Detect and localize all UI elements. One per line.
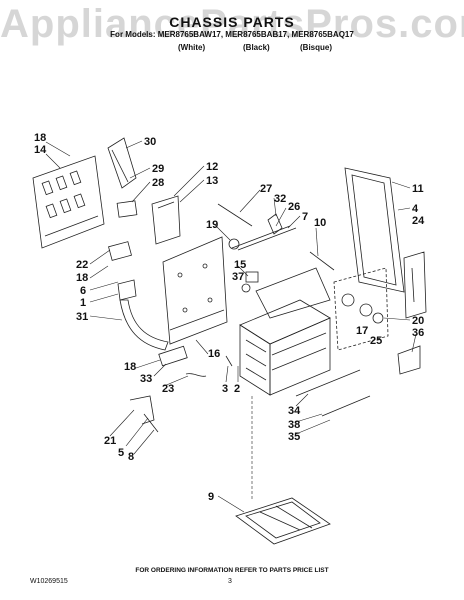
callout-22: 22	[76, 259, 88, 271]
page-title: CHASSIS PARTS	[169, 14, 295, 30]
callout-29: 29	[152, 163, 164, 175]
heating-rod-part	[321, 395, 371, 417]
models-line: For Models: MER8765BAW17, MER8765BAB17, …	[110, 30, 354, 39]
callout-38: 38	[288, 419, 300, 431]
element-assembly-part	[231, 225, 297, 251]
spring-part	[185, 373, 207, 377]
watermark: AppliancePartsPros.com	[0, 2, 464, 46]
callout-15: 15	[234, 259, 246, 271]
control-knobs-part	[333, 267, 389, 351]
junction-box-part	[108, 241, 132, 261]
callout-8: 8	[128, 451, 134, 463]
fan-part	[228, 238, 240, 250]
callout-26: 26	[288, 201, 300, 213]
callout-16: 16	[208, 348, 220, 360]
callout-28: 28	[152, 177, 164, 189]
side-panel-part	[162, 236, 228, 345]
callout-4: 4	[412, 203, 419, 215]
callout-36: 36	[412, 327, 424, 339]
color-black-label: (Black)	[243, 43, 270, 52]
vent-duct-part	[107, 137, 137, 189]
callout-18-low: 18	[124, 361, 136, 373]
callout-30: 30	[144, 136, 156, 148]
callout-37: 37	[232, 271, 244, 283]
switch-part	[158, 345, 188, 367]
thermostat-part	[241, 283, 251, 293]
callout-34: 34	[288, 405, 301, 417]
bracket-part	[151, 195, 181, 245]
callout-27: 27	[260, 183, 272, 195]
callout-13: 13	[206, 175, 218, 187]
oven-cavity-part	[239, 267, 331, 396]
back-panel-part	[32, 155, 105, 249]
small-plate-part	[116, 200, 138, 218]
callout-18-mid: 18	[76, 272, 88, 284]
callout-24: 24	[412, 215, 425, 227]
callout-21: 21	[104, 435, 116, 447]
callout-20: 20	[412, 315, 424, 327]
callout-31: 31	[76, 311, 88, 323]
right-bracket-part	[403, 251, 427, 319]
sensor-part	[267, 213, 283, 235]
color-bisque-label: (Bisque)	[300, 43, 332, 52]
callout-33: 33	[140, 373, 152, 385]
callout-32: 32	[274, 193, 286, 205]
callout-6: 6	[80, 285, 86, 297]
callout-17: 17	[356, 325, 368, 337]
long-rod-part	[295, 369, 361, 397]
clip-part	[117, 279, 137, 301]
callout-25: 25	[370, 335, 382, 347]
callout-5: 5	[118, 447, 124, 459]
callout-3: 3	[222, 383, 228, 395]
callout-23: 23	[162, 383, 174, 395]
callout-9: 9	[208, 491, 214, 503]
door-frame-part	[344, 167, 405, 293]
callout-19: 19	[206, 219, 218, 231]
screw-part	[225, 355, 233, 367]
bake-element-part	[235, 497, 331, 545]
callout-35: 35	[288, 431, 300, 443]
rod-part	[217, 203, 253, 227]
callout-12: 12	[206, 161, 218, 173]
ordering-info: FOR ORDERING INFORMATION REFER TO PARTS …	[135, 567, 329, 574]
callout-11: 11	[412, 183, 424, 195]
lower-bracket-part	[129, 395, 159, 433]
small-relay-part	[245, 271, 259, 283]
callout-labels: 18 14 30 29 28 12 13 27 32 26 19 7 11 4 …	[34, 132, 425, 503]
callout-18-top: 18	[34, 132, 46, 144]
callout-1: 1	[80, 297, 86, 309]
callout-14: 14	[34, 144, 47, 156]
document-number: W10269515	[30, 578, 68, 585]
callout-7: 7	[302, 211, 308, 223]
hinge-bracket-part	[397, 345, 421, 375]
lower-channel-part	[119, 299, 169, 351]
color-white-label: (White)	[178, 43, 206, 52]
callout-2: 2	[234, 383, 240, 395]
probe-part	[309, 251, 335, 271]
callout-10: 10	[314, 217, 326, 229]
page-number: 3	[228, 578, 232, 585]
